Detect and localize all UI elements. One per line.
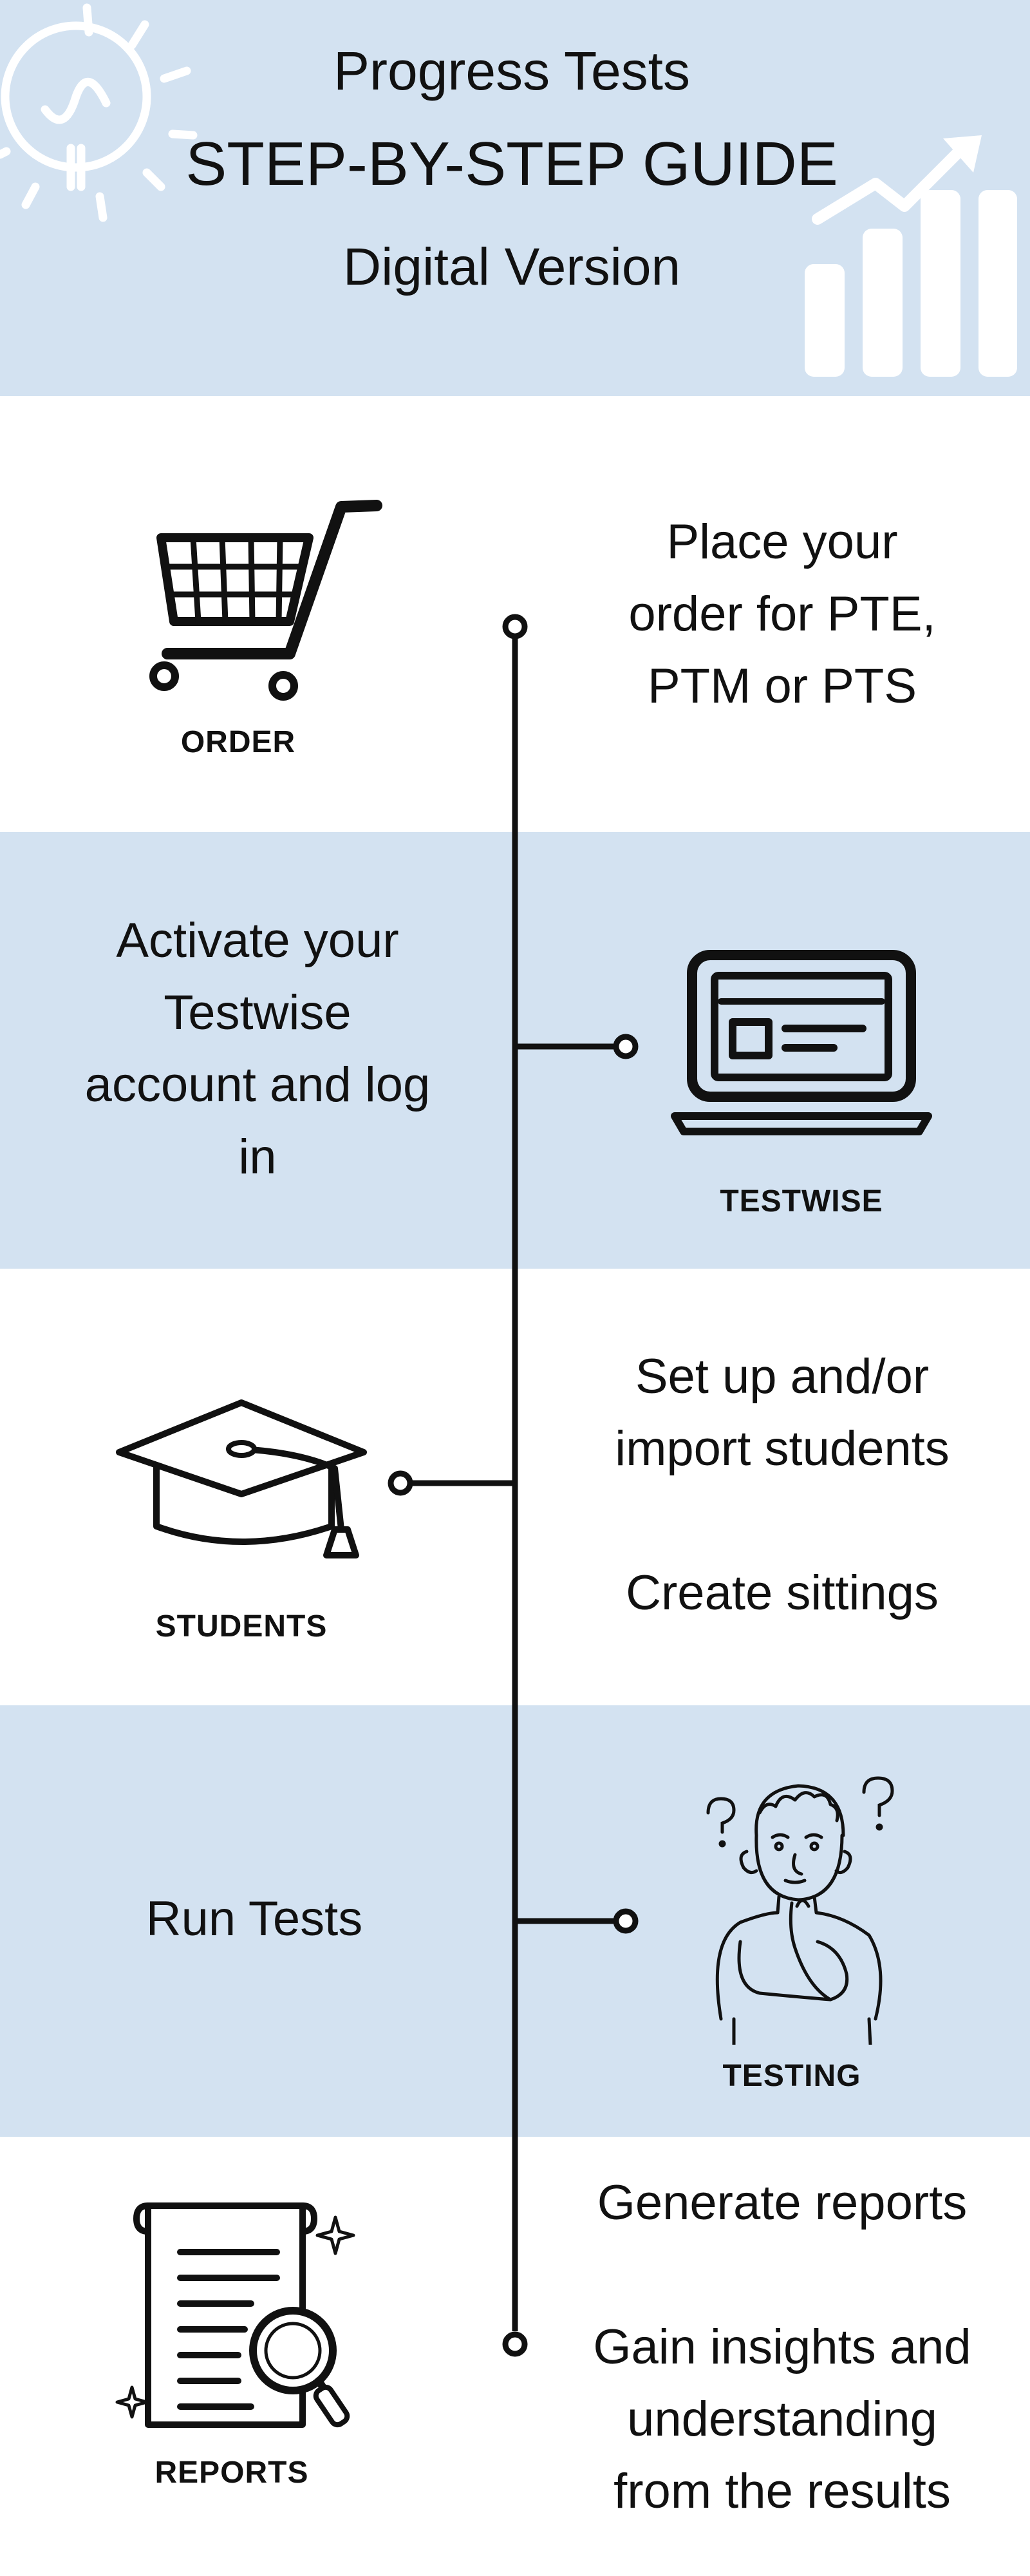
step-order-caption: ORDER: [180, 725, 296, 759]
header-title: Progress Tests: [333, 41, 690, 101]
step-testwise-text: Activate your Testwise account and log i…: [84, 913, 431, 1184]
step-students-text: Set up and/or import students Create sit…: [615, 1349, 950, 1620]
step-testwise-caption: TESTWISE: [720, 1184, 883, 1218]
header-version: Digital Version: [342, 238, 681, 296]
header-subtitle: STEP-BY-STEP GUIDE: [185, 129, 838, 198]
thinking-student-icon: [706, 1776, 894, 2045]
lightbulb-icon: [0, 3, 198, 222]
step-students-caption: STUDENTS: [155, 1609, 328, 1643]
step-reports-text: Generate reports Gain insights and under…: [593, 2175, 971, 2519]
shopping-cart-icon: [149, 500, 382, 701]
laptop-icon: [671, 950, 932, 1135]
step-testing-text: Run Tests: [145, 1891, 363, 1946]
step-reports-caption: REPORTS: [154, 2456, 309, 2490]
growth-chart-icon: [805, 135, 1017, 377]
report-magnifier-icon: [115, 2202, 355, 2428]
step-testing-caption: TESTING: [722, 2059, 861, 2093]
graduation-cap-icon: [116, 1399, 367, 1558]
step-order-text: Place your order for PTE, PTM or PTS: [628, 515, 936, 714]
